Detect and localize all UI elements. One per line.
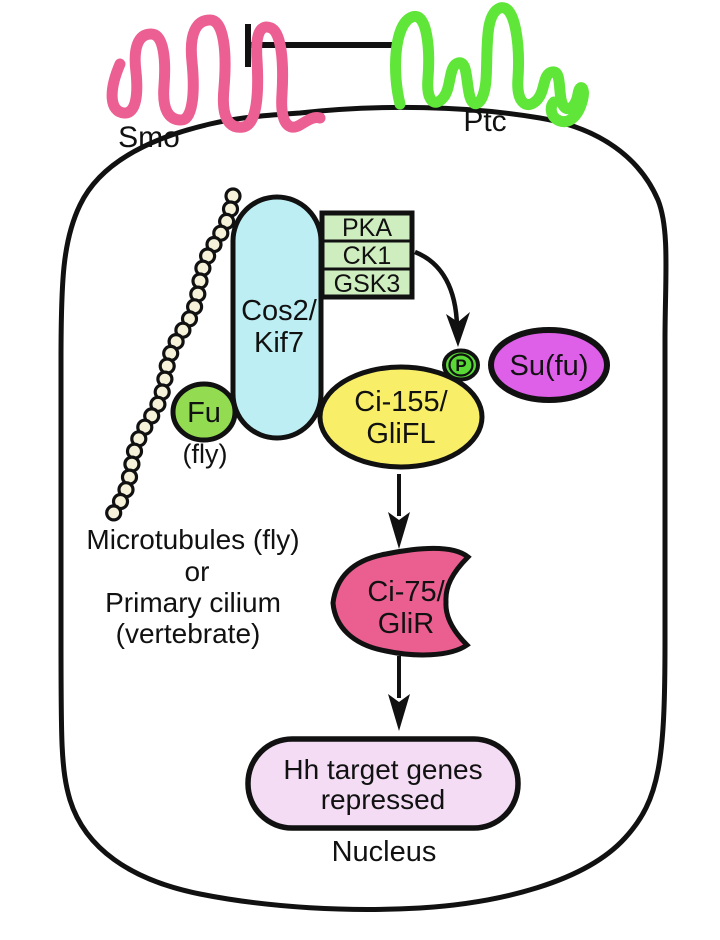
hh-target-genes-pill bbox=[245, 736, 521, 831]
ptc-label: Ptc bbox=[463, 105, 506, 138]
sufu-ellipse bbox=[488, 327, 610, 403]
cytoskeleton-caption: Microtubules (fly) or Primary cilium (ve… bbox=[86, 524, 299, 649]
hh-target-genes-line1: Hh target genes bbox=[283, 754, 482, 785]
ci155-glifl-ellipse bbox=[317, 364, 485, 470]
nucleus-label: Nucleus bbox=[332, 836, 437, 868]
cos2-kif7-label-line2: Kif7 bbox=[254, 327, 304, 359]
cos2-kif7-label-line1: Cos2/ bbox=[241, 295, 318, 327]
kinase-pka-label: PKA bbox=[342, 214, 392, 242]
kinase-box-frame bbox=[319, 210, 415, 300]
cytoskeleton-line3: Primary cilium bbox=[105, 587, 281, 618]
ci155-label-line1: Ci-155/ bbox=[354, 386, 448, 418]
cos2-kif7-capsule bbox=[230, 194, 324, 441]
microtubule-beads-icon bbox=[105, 187, 242, 522]
phosphate-badge: P bbox=[442, 348, 480, 382]
ci75-label-line1: Ci-75/ bbox=[367, 576, 445, 608]
fu-label: Fu bbox=[187, 397, 221, 429]
cytoskeleton-line1: Microtubules (fly) bbox=[86, 524, 299, 555]
kinase-gsk3-label: GSK3 bbox=[334, 270, 401, 298]
kinase-box: PKA CK1 GSK3 bbox=[319, 210, 415, 300]
inhibition-tbar-icon bbox=[245, 24, 396, 67]
cell-membrane bbox=[58, 104, 669, 912]
ptc-protein-squiggle-icon bbox=[390, 2, 589, 128]
microtubule-bead bbox=[105, 504, 123, 522]
phosphorylation-arrow-icon bbox=[414, 249, 470, 347]
ci75-glir-shape bbox=[330, 545, 472, 658]
fu-sublabel: (fly) bbox=[183, 439, 228, 469]
cytoskeleton-line2: or bbox=[185, 556, 210, 587]
repression-arrow-icon bbox=[388, 656, 410, 731]
sufu-label: Su(fu) bbox=[510, 350, 589, 382]
phosphate-label: P bbox=[455, 356, 466, 375]
processing-arrow-icon bbox=[388, 474, 410, 549]
smo-protein-squiggle-icon bbox=[106, 14, 326, 133]
cytoskeleton-line4: (vertebrate) bbox=[116, 618, 261, 649]
kinase-ck1-label: CK1 bbox=[343, 242, 392, 270]
smo-label: Smo bbox=[118, 121, 180, 154]
ci155-label-line2: GliFL bbox=[366, 418, 435, 450]
hh-target-genes-line2: repressed bbox=[321, 784, 446, 815]
ci75-label-line2: GliR bbox=[378, 608, 434, 640]
fu-circle bbox=[170, 381, 238, 443]
